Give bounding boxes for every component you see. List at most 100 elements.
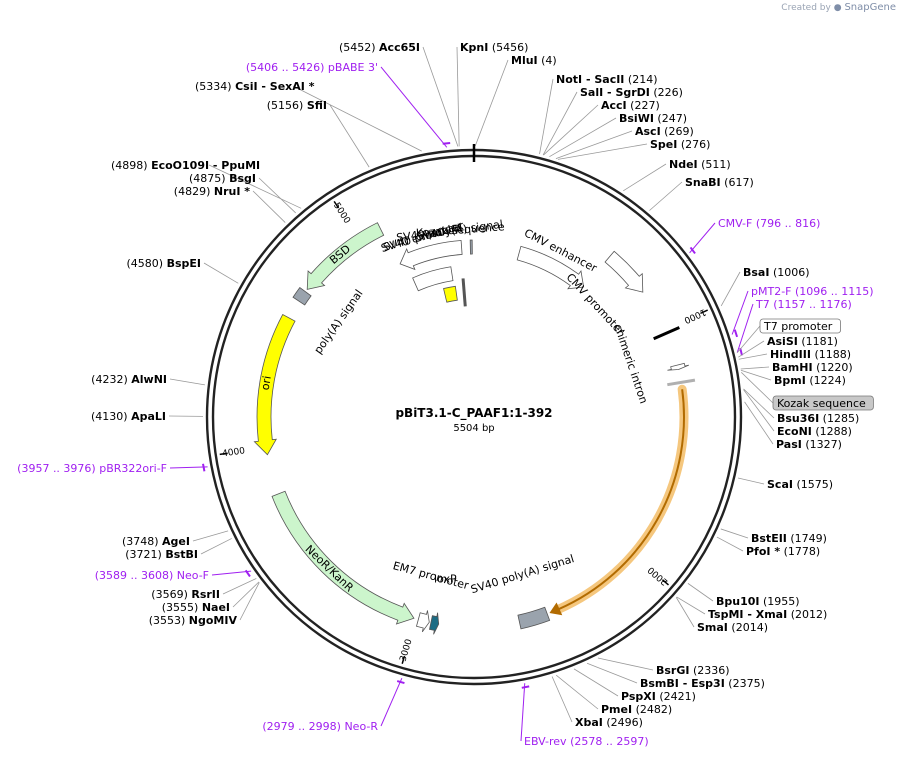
site-name: AsiSI: [767, 335, 798, 348]
site-label-ebv-rev: EBV-rev (2578 .. 2597): [524, 735, 649, 748]
site-name: BsiWI: [619, 112, 654, 125]
site-label-neo-f: (3589 .. 3608) Neo-F: [95, 569, 209, 582]
feature-sv40-promoter: [399, 240, 463, 271]
site-number: (226): [650, 86, 683, 99]
site-name: pBABE 3': [328, 61, 378, 74]
feature-t7-promoter: [667, 362, 689, 371]
site-extra: - SacII: [582, 73, 624, 86]
feature-label-sv40-poly-a-signal: SV40 poly(A) signal: [469, 552, 575, 596]
ruler-label-1000: 1000: [682, 306, 707, 325]
site-number: (1224): [806, 374, 846, 387]
site-label-rsrii: (3569) RsrII: [151, 588, 220, 601]
site-labels: (5452) Acc65I(5406 .. 5426) pBABE 3'(533…: [17, 41, 874, 748]
site-name: EBV-rev: [524, 735, 567, 748]
watermark-created-by: Created by: [781, 3, 831, 13]
site-extra: - XmaI: [744, 608, 788, 621]
leader-csii: [292, 85, 422, 152]
ruler-tick-4000: [219, 452, 228, 456]
site-name: AlwNI: [131, 373, 167, 386]
site-number: (2979 .. 2998): [262, 720, 344, 733]
site-label-noti: NotI - SacII (214): [556, 73, 657, 86]
leader-mlui: [474, 59, 509, 147]
leader-rsrii: [222, 578, 257, 595]
feature-label-neor-kanr: NeoR/KanR: [303, 543, 357, 595]
site-label-csii: (5334) CsiI - SexAI *: [195, 80, 315, 93]
watermark-brand: SnapGene: [844, 2, 896, 13]
site-name: T7: [755, 298, 770, 311]
feature-sv40-poly-a-signal: [469, 239, 473, 255]
primer-mark-pbabe-3: [442, 142, 451, 145]
site-label-bsiwi: BsiWI (247): [619, 112, 687, 125]
site-label-pasi: PasI (1327): [776, 438, 842, 451]
site-extra: - SexAI *: [258, 80, 315, 93]
site-name: BsrGI: [656, 664, 689, 677]
site-name: PmeI: [601, 703, 632, 716]
site-label-bsrgi: BsrGI (2336): [656, 664, 730, 677]
snapgene-watermark: Created by ● SnapGene: [781, 2, 896, 13]
site-label-asci: AscI (269): [635, 125, 694, 138]
leader-neo-r: [380, 678, 403, 727]
feature-sv40-ori: [443, 285, 458, 303]
leader-xbai: [551, 676, 573, 723]
leader-hindiii: [738, 353, 768, 360]
site-name: NaeI: [202, 601, 230, 614]
leader-ndei: [623, 163, 667, 192]
site-extra: - SgrDI: [603, 86, 650, 99]
site-label-acci: AccI (227): [601, 99, 660, 112]
leader-box-kozak-sequence: [741, 372, 774, 404]
site-number: (1575): [793, 478, 833, 491]
leader-smai: [675, 597, 695, 628]
site-label-ecoo109i: (4898) EcoO109I - PpuMI: [111, 159, 260, 172]
ruler-label-5000: 5000: [331, 201, 352, 226]
leader-pmt2-f: [731, 290, 749, 335]
site-label-kpni: KpnI (5456): [460, 41, 528, 54]
site-name: pBR322ori-F: [99, 462, 167, 475]
site-label-alwni: (4232) AlwNI: [91, 373, 167, 386]
site-number: (1327): [802, 438, 842, 451]
ruler-tick-3000: [401, 655, 406, 664]
leader-acci: [543, 104, 599, 156]
site-label-ngomiv: (3553) NgoMIV: [149, 614, 238, 627]
site-label-sali: SalI - SgrDI (226): [580, 86, 683, 99]
site-name: CMV-F: [718, 217, 752, 230]
site-label-smai: SmaI (2014): [697, 621, 768, 634]
site-number: (1778): [780, 545, 820, 558]
site-label-scai: ScaI (1575): [767, 478, 833, 491]
site-number: (4580): [127, 257, 167, 270]
site-label-econi: EcoNI (1288): [777, 425, 852, 438]
site-number: (2012): [787, 608, 827, 621]
plasmid-center: pBiT3.1-C_PAAF1:1-392 5504 bp: [395, 406, 552, 434]
primer-mark-pmt2-f: [733, 329, 739, 338]
site-number: (4130): [91, 410, 131, 423]
site-number: (3553): [149, 614, 189, 627]
plasmid-name: pBiT3.1-C_PAAF1:1-392: [395, 406, 552, 421]
feature-neor-kanr: [271, 490, 415, 625]
leader-spei: [557, 143, 648, 160]
leader-pfoi: [716, 536, 744, 552]
primer-mark-ebv-rev: [521, 685, 530, 689]
site-name: SmaI: [697, 621, 728, 634]
site-number: (1006): [769, 266, 809, 279]
site-label-pfoi: PfoI * (1778): [746, 545, 820, 558]
site-label-apali: (4130) ApaLI: [91, 410, 166, 423]
site-name: SnaBI: [685, 176, 721, 189]
site-number: (2482): [632, 703, 672, 716]
site-number: (2336): [689, 664, 729, 677]
feature-paaf1-1-392-arrowhead: [549, 602, 563, 616]
site-label-mlui: MluI (4): [511, 54, 557, 67]
site-number: (4): [538, 54, 557, 67]
feature-sv40-enhancer: [412, 266, 454, 292]
site-label-bsteii: BstEII (1749): [751, 532, 827, 545]
feature-label-chimeric-intron: chimeric intron: [611, 323, 650, 406]
site-number: (5456): [488, 41, 528, 54]
site-label-bamhi: BamHI (1220): [772, 361, 853, 374]
feature-label-em7-promoter: EM7 promoter: [391, 559, 470, 592]
site-number: (5334): [195, 80, 235, 93]
site-name: HindIII: [770, 348, 811, 361]
plasmid-size: 5504 bp: [453, 423, 494, 434]
boxed-label-frame-kozak-sequence: [772, 395, 874, 411]
site-number: (2578 .. 2597): [567, 735, 649, 748]
site-name: AccI: [601, 99, 627, 112]
site-label-cmv-f: CMV-F (796 .. 816): [718, 217, 820, 230]
